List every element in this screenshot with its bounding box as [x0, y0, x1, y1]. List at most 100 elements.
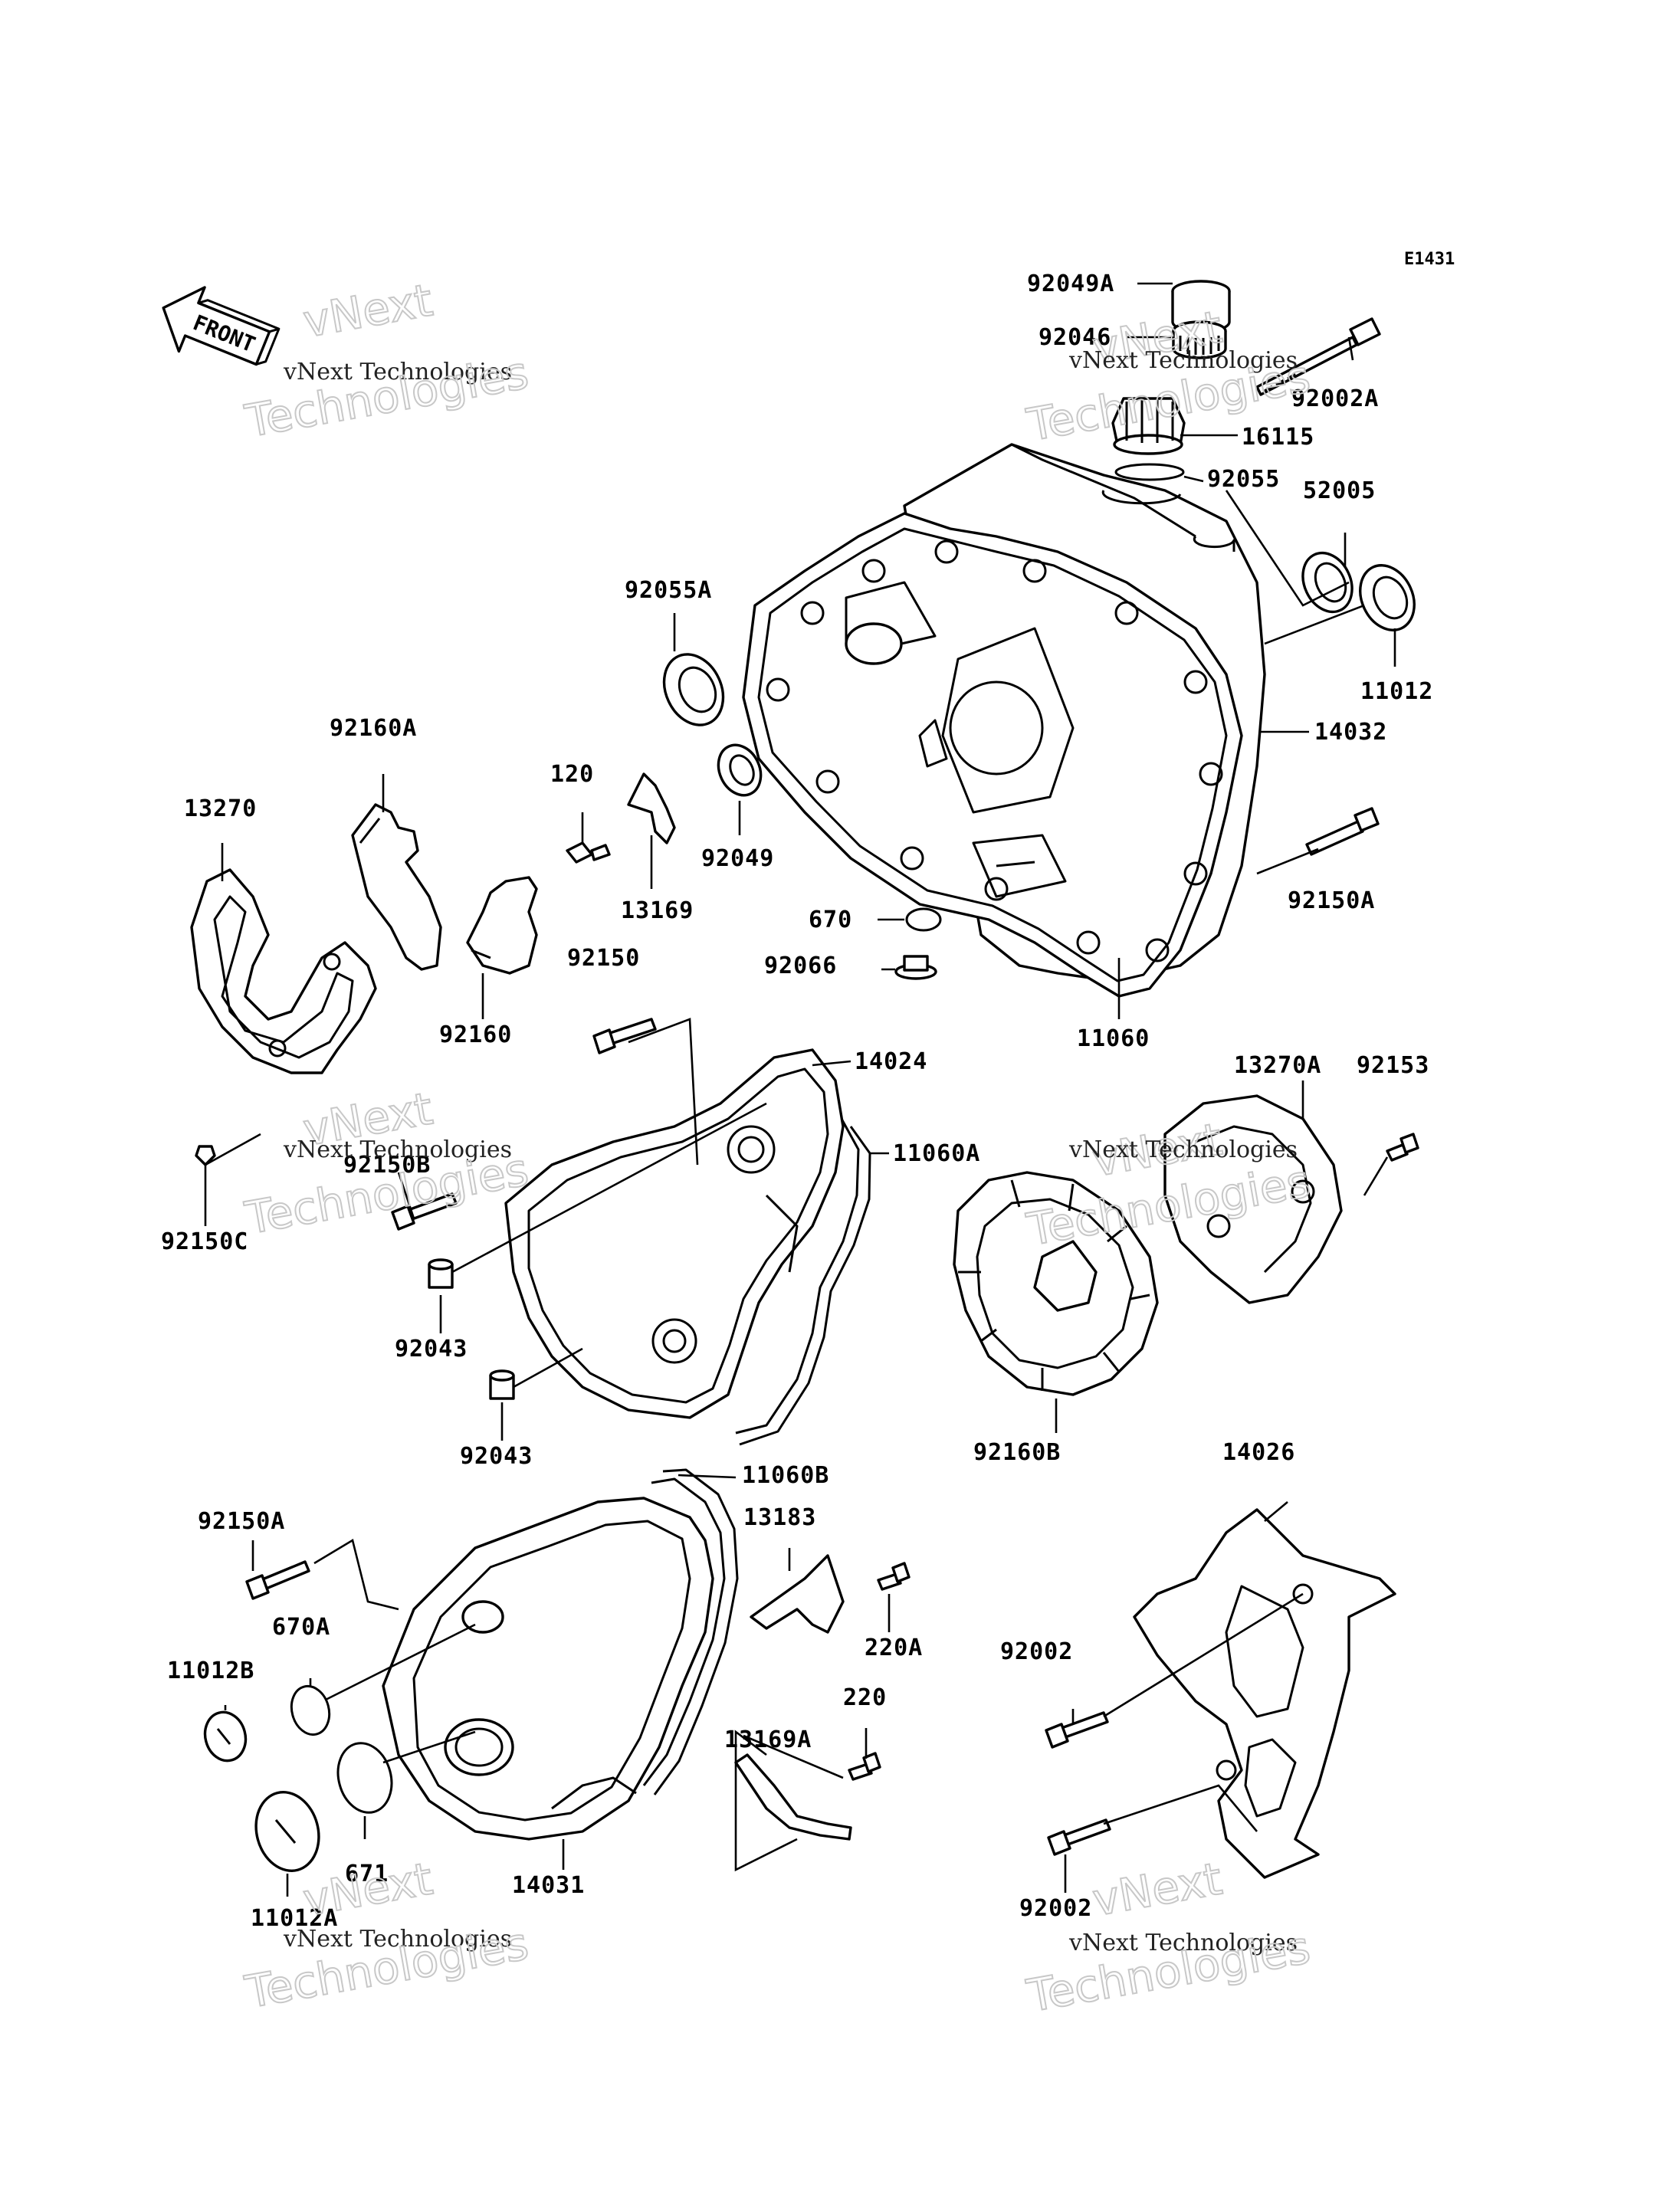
part-14031-generator-cover — [382, 1497, 714, 1841]
part-92002-bolt-a — [1045, 1711, 1109, 1749]
label-670A: 670A — [272, 1614, 330, 1641]
label-92150C: 92150C — [161, 1228, 248, 1255]
label-92055A: 92055A — [625, 577, 712, 604]
part-13169-bracket — [627, 772, 676, 844]
label-13270: 13270 — [184, 795, 257, 822]
part-220A-bolt — [877, 1562, 911, 1591]
label-92160: 92160 — [439, 1021, 512, 1048]
label-92153: 92153 — [1357, 1052, 1429, 1079]
label-11012B: 11012B — [167, 1658, 254, 1684]
ref-code: E1431 — [1404, 250, 1455, 269]
part-11012A-cap — [254, 1791, 320, 1872]
svg-text:vNext: vNext — [300, 1852, 437, 1926]
part-11060A-gasket — [735, 1118, 871, 1446]
label-52005: 52005 — [1303, 477, 1376, 504]
front-arrow-icon: FRONT — [162, 286, 281, 366]
label-92150A-top: 92150A — [1288, 887, 1375, 914]
label-11060B: 11060B — [742, 1462, 829, 1489]
leader-lines — [204, 282, 1396, 1897]
part-92150A-bolt-bottom — [245, 1560, 310, 1600]
part-92049-bushing — [717, 743, 763, 797]
label-14031: 14031 — [512, 1872, 585, 1899]
label-92160B: 92160B — [973, 1439, 1061, 1466]
part-52005-seal — [1301, 551, 1354, 614]
part-13183-bracket — [750, 1554, 845, 1634]
label-11060: 11060 — [1077, 1025, 1150, 1052]
label-13169: 13169 — [621, 897, 694, 924]
part-92160B-shoes — [953, 1171, 1159, 1396]
label-92049A: 92049A — [1027, 271, 1114, 297]
part-120-nut — [566, 841, 611, 864]
label-13183: 13183 — [743, 1504, 816, 1531]
label-220A: 220A — [865, 1635, 923, 1661]
label-92066: 92066 — [764, 953, 837, 979]
part-92043-dowel-a — [428, 1258, 454, 1289]
label-92150B: 92150B — [343, 1152, 431, 1179]
label-92002-a: 92002 — [1000, 1638, 1073, 1665]
label-13270A: 13270A — [1234, 1052, 1321, 1079]
part-92002A-long-bolt — [1255, 317, 1381, 396]
label-220: 220 — [843, 1684, 887, 1711]
label-14026: 14026 — [1222, 1439, 1295, 1466]
part-92055-o-ring — [1114, 463, 1185, 481]
svg-text:vNext Technologies: vNext Technologies — [283, 359, 512, 385]
part-labels: E1431 92049A 92046 92002A 16115 92055 52… — [161, 250, 1455, 1932]
label-120: 120 — [550, 761, 594, 788]
part-92153-bolt — [1386, 1133, 1419, 1162]
label-11012: 11012 — [1360, 678, 1433, 705]
label-14024: 14024 — [855, 1048, 927, 1075]
label-92055: 92055 — [1207, 466, 1280, 493]
label-13169A: 13169A — [724, 1726, 812, 1753]
label-92150A-bottom: 92150A — [198, 1508, 285, 1535]
label-92046: 92046 — [1039, 324, 1111, 351]
label-92160A: 92160A — [330, 715, 417, 742]
label-671: 671 — [345, 1861, 389, 1887]
part-92043-dowel-b — [489, 1369, 515, 1400]
label-16115: 16115 — [1242, 424, 1314, 451]
part-92066-plug — [894, 955, 937, 980]
part-16115-oil-filler-cap — [1111, 397, 1186, 455]
svg-text:vNext: vNext — [1089, 1852, 1226, 1926]
part-671-o-ring — [336, 1742, 393, 1814]
part-670-o-ring — [905, 907, 942, 932]
svg-text:vNext Technologies: vNext Technologies — [1068, 1136, 1298, 1163]
svg-text:vNext Technologies: vNext Technologies — [283, 1136, 512, 1163]
part-13270-plate — [190, 868, 377, 1074]
svg-text:vNext Technologies: vNext Technologies — [283, 1926, 512, 1953]
svg-text:vNext Technologies: vNext Technologies — [1068, 1930, 1298, 1956]
svg-text:vNext: vNext — [300, 274, 437, 347]
label-92002-b: 92002 — [1019, 1895, 1092, 1922]
part-92150B-bolt — [391, 1192, 458, 1231]
label-92043-a: 92043 — [395, 1336, 468, 1362]
part-13169A-guide — [734, 1753, 852, 1841]
part-92150A-bolt-top — [1305, 807, 1380, 856]
part-11012-cap — [1359, 564, 1416, 631]
part-92002-bolt-b — [1047, 1818, 1111, 1856]
label-92150: 92150 — [567, 945, 640, 972]
label-92002A: 92002A — [1291, 385, 1379, 412]
part-220-bolt — [848, 1752, 881, 1781]
part-14024-clutch-cover — [504, 1048, 845, 1419]
part-11060B-gasket — [642, 1468, 739, 1795]
label-670: 670 — [809, 907, 852, 933]
label-11012A: 11012A — [251, 1905, 338, 1932]
label-92043-b: 92043 — [460, 1443, 533, 1470]
part-92150-bolt — [592, 1018, 657, 1054]
part-11012B-cap — [203, 1710, 248, 1763]
part-13270A-plate — [1163, 1094, 1343, 1304]
label-11060A: 11060A — [893, 1140, 980, 1167]
label-92049: 92049 — [701, 845, 774, 872]
part-92049A-bushing — [1171, 280, 1231, 333]
watermark-bottom-left: vNext vNext Technologies Technologies — [241, 1851, 533, 2019]
part-92046-bearing — [1172, 320, 1227, 359]
part-92055A-seal — [662, 653, 725, 726]
label-14032: 14032 — [1314, 719, 1387, 746]
watermark-top-left: vNext vNext Technologies Technologies — [241, 273, 533, 448]
part-670A-o-ring — [290, 1684, 331, 1736]
watermark-bottom-right: vNext vNext Technologies Technologies — [1022, 1851, 1315, 2023]
svg-text:vNext Technologies: vNext Technologies — [1068, 347, 1298, 374]
part-92150C-bolt — [195, 1145, 216, 1166]
part-14026-sprocket-cover — [1133, 1508, 1396, 1879]
